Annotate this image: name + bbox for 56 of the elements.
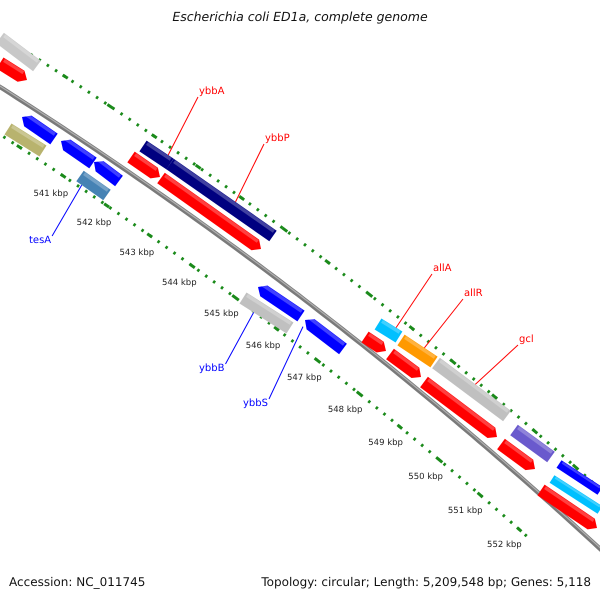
scale-label: 545 kbp: [204, 310, 239, 319]
gene-feature: [305, 316, 347, 354]
scale-label: 547 kbp: [286, 374, 322, 382]
scale-label: 546 kbp: [246, 342, 280, 350]
leader-line: [235, 144, 264, 202]
scale-label: 550 kbp: [408, 472, 443, 482]
leader-line: [424, 298, 464, 348]
gene-feature: [497, 438, 535, 470]
gene-label: allA: [433, 264, 452, 274]
genome-info-text: Topology: circular; Length: 5,209,548 bp; Genes: 5,118: [261, 576, 591, 588]
scale-label: 544 kbp: [162, 279, 197, 288]
scale-label: 551 kbp: [448, 506, 483, 516]
gene-label: ybbB: [199, 364, 224, 374]
scale-label: 542 kbp: [76, 219, 112, 228]
gene-bar: [556, 460, 600, 495]
title: Escherichia coli ED1a, complete genome: [171, 11, 429, 24]
leader-line: [225, 312, 254, 364]
gene-bar: [510, 424, 555, 462]
gene-feature: [157, 172, 261, 250]
scale-label: 549 kbp: [368, 439, 403, 448]
gene-label: gcl: [519, 335, 534, 345]
leader-line: [52, 184, 82, 236]
scale-label: 541 kbp: [33, 190, 68, 198]
gene-feature: [420, 376, 497, 438]
leader-line: [168, 96, 198, 156]
gene-label: ybbS: [243, 399, 268, 409]
gene-feature: [361, 332, 386, 352]
gene-bar: [432, 358, 511, 422]
leader-line: [268, 326, 304, 400]
gene-bar: [397, 334, 438, 368]
gene-bar: [0, 32, 41, 72]
gene-feature: [537, 484, 597, 530]
scale-label: 552 kbp: [487, 541, 522, 550]
scale-label: 543 kbp: [120, 248, 154, 258]
gene-bar: [139, 140, 174, 170]
gene-label: allR: [464, 289, 483, 299]
gene-feature: [0, 58, 27, 82]
gene-label: ybbP: [265, 134, 290, 144]
gene-bar: [550, 475, 600, 514]
gene-feature: [61, 137, 97, 168]
scale-label: 548 kbp: [328, 406, 362, 415]
gene-feature: [22, 113, 58, 144]
gene-bar: [240, 292, 294, 334]
gene-label: ybbA: [199, 87, 224, 97]
gene-feature: [258, 283, 305, 322]
leader-line: [474, 344, 518, 385]
gene-bar: [4, 124, 46, 156]
accession-text: Accession: NC_011745: [9, 576, 146, 588]
gene-bar: [166, 158, 277, 242]
gene-bar: [76, 170, 111, 200]
gene-feature: [386, 348, 421, 378]
gene-bar: [374, 318, 402, 342]
gene-feature: [127, 152, 160, 178]
leader-line: [396, 274, 432, 328]
gene-feature: [94, 158, 123, 186]
gene-label: tesA: [29, 236, 52, 246]
